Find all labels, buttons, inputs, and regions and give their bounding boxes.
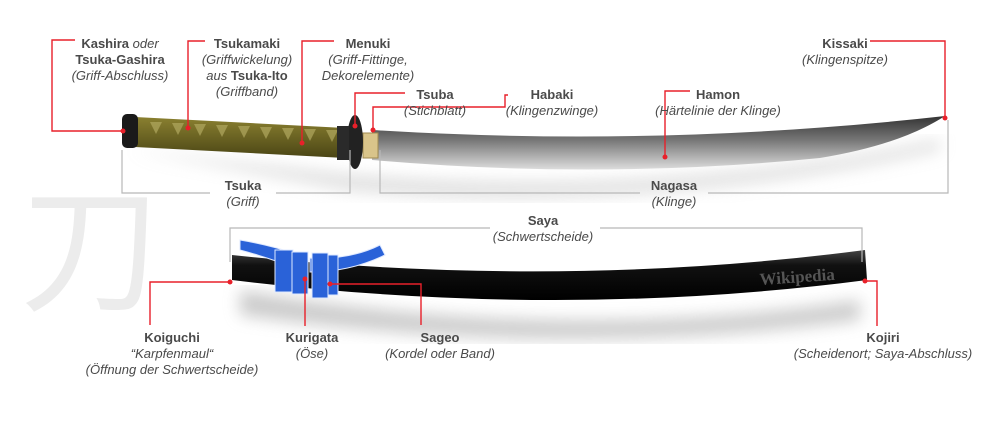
kurigata-desc: (Öse) [295,346,329,361]
label-saya: Saya (Schwertscheide) [493,213,593,245]
menuki-name: Menuki [345,36,391,51]
saya [232,250,867,300]
label-menuki: Menuki (Griff-Fittinge, Dekorelemente) [322,36,415,84]
kashira-desc: (Griff-Abschluss) [71,68,169,83]
leader-lines [51,39,946,326]
hamon-name: Hamon [695,87,741,102]
hamon-desc: (Härtelinie der Klinge) [655,103,781,118]
tsuka-name: Tsuka [224,178,262,193]
fuchi [337,126,349,160]
leader-dots [120,115,948,287]
label-koiguchi: Koiguchi “Karpfenmaul“ (Öffnung der Schw… [86,330,259,378]
label-kashira: Kashira oder Tsuka-Gashira (Griff-Abschl… [72,36,169,84]
tsuka-desc: (Griff) [226,194,260,209]
handle-wrap-pattern [150,122,338,142]
nagasa-name: Nagasa [650,178,698,193]
koiguchi-name: Koiguchi [144,330,200,345]
habaki [362,132,379,159]
kashira [122,114,138,148]
kissaki-desc: (Klingenspitze) [802,52,888,67]
koiguchi-desc2: (Öffnung der Schwertscheide) [85,362,259,377]
tsukamaki-desc: (Griffwickelung) [201,52,293,67]
kashira-name: Kashira [81,36,130,51]
label-hamon: Hamon (Härtelinie der Klinge) [655,87,781,119]
menuki-desc2: Dekorelemente) [321,68,415,83]
tsuka-handle [135,117,345,158]
kojiri-name: Kojiri [866,330,900,345]
label-kissaki: Kissaki (Klingenspitze) [802,36,888,68]
kashira-connector: oder [132,36,159,51]
label-habaki: Habaki (Klingenzwinge) [506,87,599,119]
label-kurigata: Kurigata (Öse) [286,330,339,362]
sageo-desc: (Kordel oder Band) [385,346,495,361]
habaki-desc: (Klingenzwinge) [505,103,599,118]
label-sageo: Sageo (Kordel oder Band) [385,330,495,362]
habaki-name: Habaki [530,87,574,102]
kojiri-desc: (Scheidenort; Saya-Abschluss) [793,346,973,361]
saya-name: Saya [527,213,559,228]
kanji-watermark: 刀 [20,171,160,334]
kashira-alt: Tsuka-Gashira [75,52,165,67]
tsukamaki-alt: Tsuka-Ito [230,68,288,83]
brackets [121,120,949,262]
saya-desc: (Schwertscheide) [492,229,594,244]
sageo-cord [239,239,386,299]
tsukamaki-name: Tsukamaki [213,36,281,51]
tsukamaki-connector: aus [206,68,228,83]
label-kojiri: Kojiri (Scheidenort; Saya-Abschluss) [794,330,972,362]
blade [372,116,945,170]
saya-shadow [240,290,860,339]
label-tsukamaki: Tsukamaki (Griffwickelung) aus Tsuka-Ito… [202,36,292,100]
kurigata-name: Kurigata [285,330,339,345]
label-tsuba: Tsuba (Stichblatt) [404,87,466,119]
label-nagasa: Nagasa (Klinge) [651,178,697,210]
wikipedia-watermark: Wikipedia [759,265,836,289]
sword-shadow [130,140,940,197]
label-tsuka: Tsuka (Griff) [225,178,262,210]
nagasa-desc: (Klinge) [651,194,697,209]
menuki-desc: (Griff-Fittinge, [328,52,408,67]
koiguchi-desc: “Karpfenmaul“ [130,346,214,361]
tsukamaki-desc2: (Griffband) [215,84,279,99]
tsuba [347,115,363,169]
kissaki-name: Kissaki [822,36,868,51]
sageo-name: Sageo [420,330,460,345]
tsuba-name: Tsuba [416,87,454,102]
tsuba-desc: (Stichblatt) [403,103,467,118]
